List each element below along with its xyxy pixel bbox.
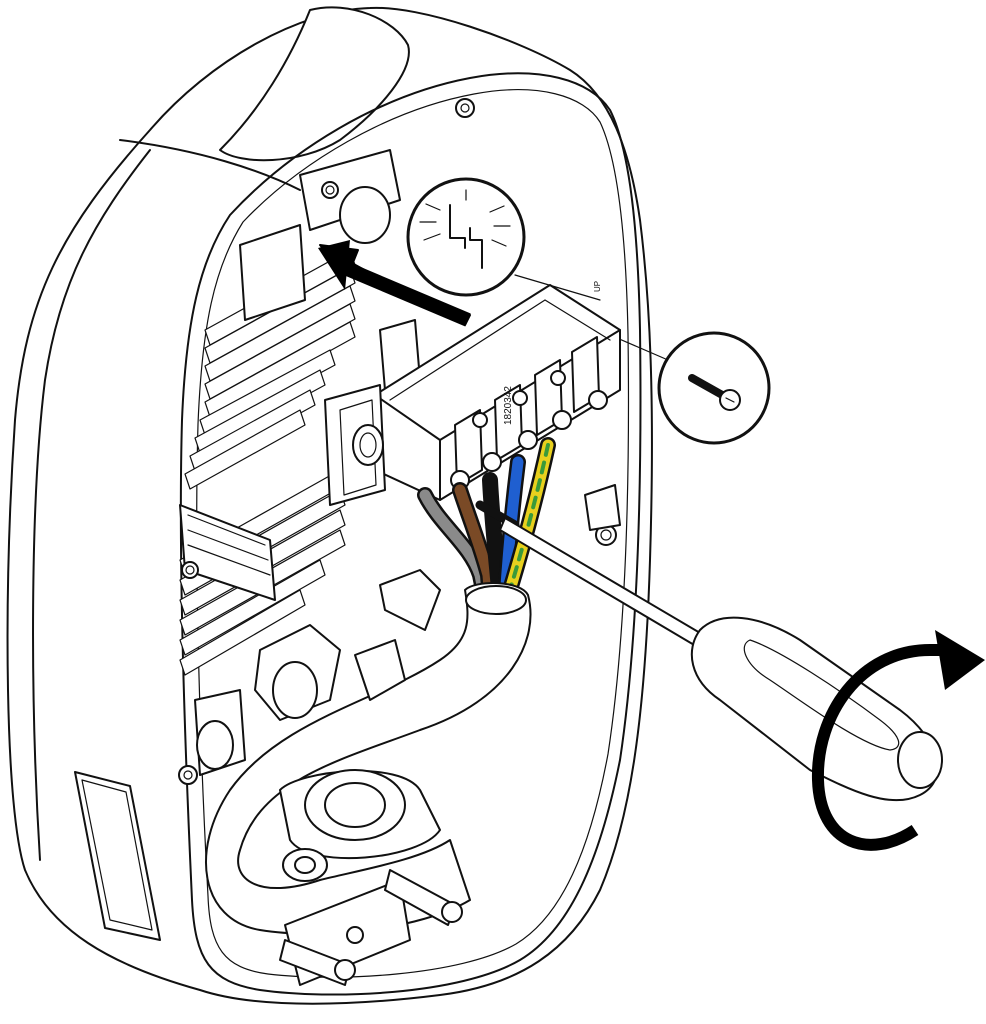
rating-label-plate — [74, 771, 161, 941]
up-mark-label: UP — [593, 281, 602, 292]
open-circuit-symbol-icon — [406, 177, 601, 301]
screwdriver — [475, 500, 943, 802]
terminal-block: 1820342 UP — [324, 281, 621, 506]
clockwise-rotation-icon — [811, 630, 985, 851]
insert-direction-arrow-icon — [318, 240, 471, 327]
lower-components — [178, 484, 621, 986]
heatsink — [179, 249, 356, 676]
upper-components — [239, 98, 475, 391]
terminal-code-label: 1820342 — [503, 386, 514, 425]
